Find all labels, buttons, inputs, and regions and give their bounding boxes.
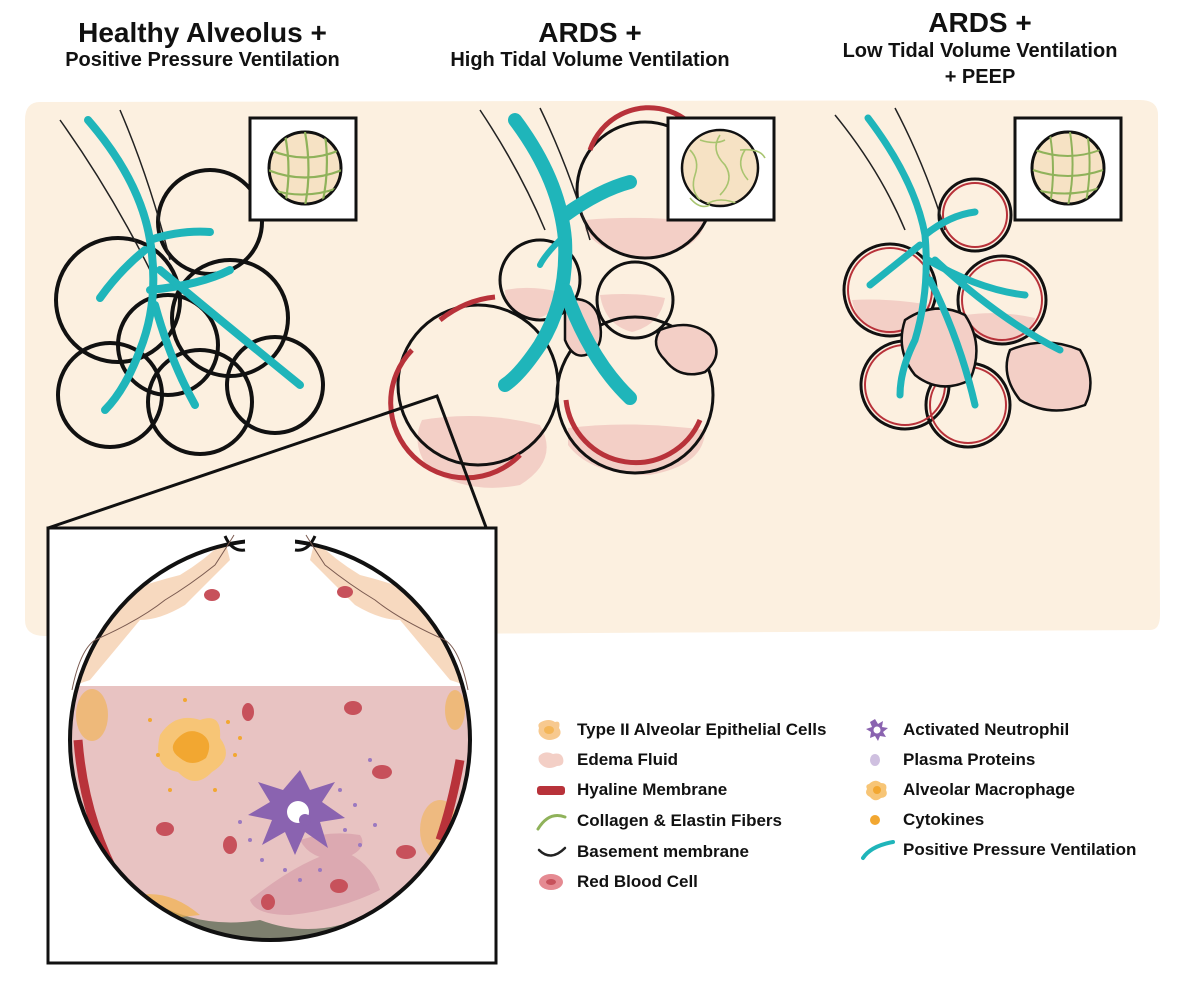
panel-1-title: Healthy Alveolus + (78, 17, 327, 48)
legend-label-edema: Edema Fluid (577, 750, 679, 769)
ards-alveoli-2 (396, 120, 715, 475)
background-panel (25, 100, 1160, 636)
rbc-icon (539, 874, 563, 890)
legend: Type II Alveolar Epithelial Cells Edema … (535, 718, 1165, 908)
legend-label-cytokines: Cytokines (903, 810, 985, 829)
cytokine-icon (870, 815, 880, 825)
fibers-icon (536, 814, 567, 831)
panel-3-title: ARDS + (928, 7, 1032, 38)
panel-3-subtitle-2: + PEEP (944, 66, 1016, 88)
zoom-lining-outline (71, 534, 469, 691)
legend-label-ventilation: Positive Pressure Ventilation (903, 840, 1137, 859)
macrophage-icon (866, 780, 887, 801)
zoom-plasma-proteins (238, 758, 377, 882)
healthy-alveoli (54, 168, 325, 456)
hyaline-membrane-icon (537, 786, 565, 795)
airway-1 (84, 116, 304, 414)
legend-label-fibers: Collagen & Elastin Fibers (577, 811, 782, 830)
inset-alveolus-2 (680, 128, 760, 208)
legend-label-rbc: Red Blood Cell (577, 872, 698, 891)
panel-3-subtitle: Low Tidal Volume Ventilation (842, 40, 1118, 62)
basement-membrane-icon (537, 846, 567, 857)
ventilation-icon (861, 840, 895, 860)
legend-label-basement: Basement membrane (577, 842, 749, 861)
legend-label-type2-cells: Type II Alveolar Epithelial Cells (577, 720, 827, 739)
inset-fibers-3 (1032, 132, 1104, 204)
edema-fill-2 (417, 217, 705, 488)
panel-1-subtitle: Positive Pressure Ventilation (65, 49, 340, 71)
panel-2-title-block: ARDS + High Tidal Volume Ventilation (400, 18, 780, 72)
panel-1-title-block: Healthy Alveolus + Positive Pressure Ven… (20, 18, 385, 72)
legend-label-hyaline: Hyaline Membrane (577, 780, 728, 799)
panel-2-subtitle: High Tidal Volume Ventilation (450, 49, 730, 71)
zoom-neutrophil (248, 770, 345, 855)
zoom-hyaline-right (435, 759, 465, 842)
legend-label-neutrophil: Activated Neutrophil (903, 720, 1070, 739)
inset-fibers-1 (269, 132, 341, 204)
bronchiole-lines-3 (834, 107, 946, 231)
neutrophil-icon (866, 719, 888, 741)
zoom-macrophage (158, 717, 226, 781)
edema-fluid-icon (538, 752, 564, 768)
zoom-red-blood-cells (156, 586, 416, 910)
panel-2-title: ARDS + (538, 17, 642, 48)
zoom-cytokines (148, 698, 242, 792)
bronchiole-lines-2 (479, 107, 591, 241)
zoom-connector-lines (47, 394, 492, 539)
panel-3-title-block: ARDS + Low Tidal Volume Ventilation + PE… (800, 8, 1160, 90)
legend-label-macrophage: Alveolar Macrophage (903, 780, 1075, 799)
inset-alveolus-1 (267, 130, 343, 206)
type2-cell-icon (538, 720, 561, 740)
legend-label-plasma: Plasma Proteins (903, 750, 1036, 769)
airway-2 (498, 113, 637, 405)
plasma-protein-icon (870, 754, 880, 766)
airway-3 (864, 114, 1064, 409)
